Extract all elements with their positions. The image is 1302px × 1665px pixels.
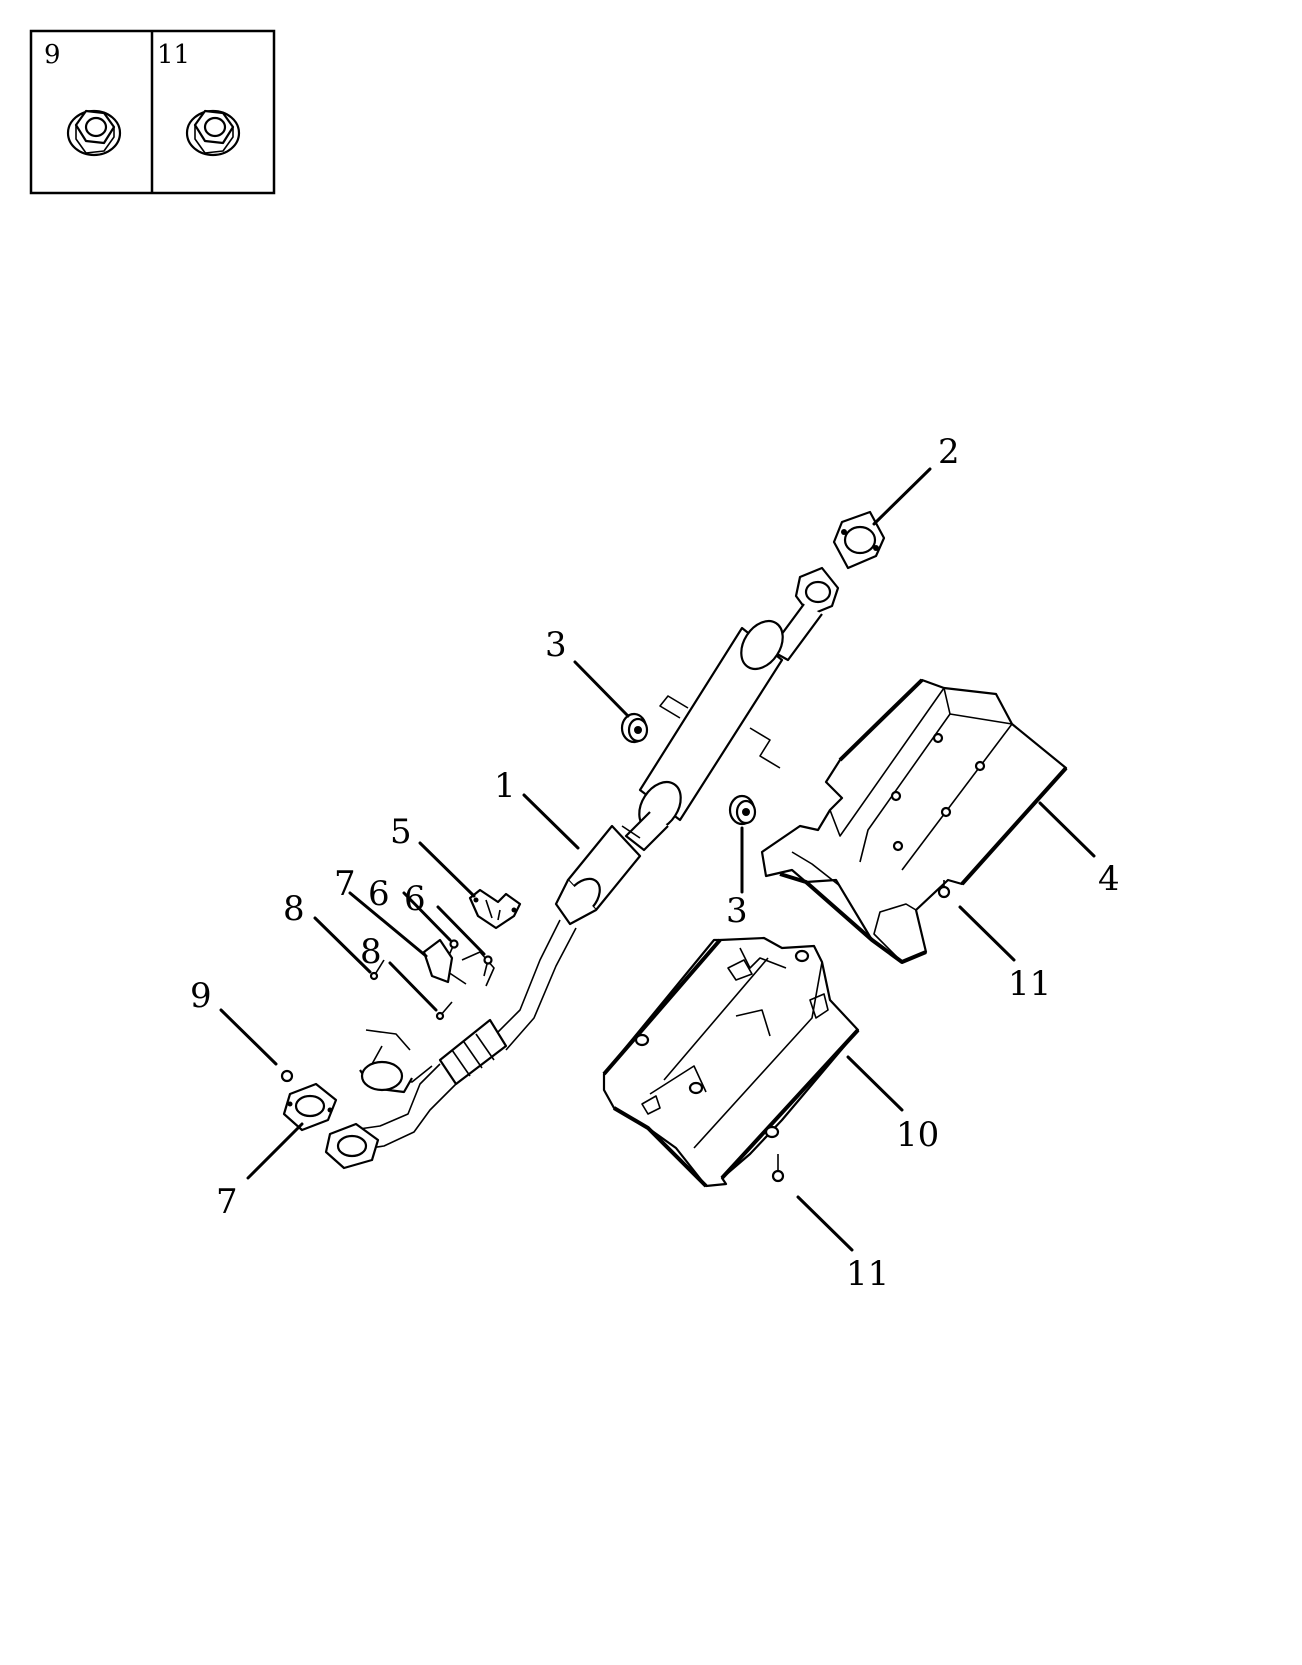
callout-8b: 8 <box>360 932 382 972</box>
rubber-hanger-part-3a <box>620 712 649 744</box>
callout-11a: 11 <box>1008 964 1051 1004</box>
callout-7b: 7 <box>216 1182 238 1222</box>
callout-3a: 3 <box>545 625 567 665</box>
callout-1: 1 <box>494 766 516 806</box>
flange-nut-icon <box>66 109 122 157</box>
legend-number-11: 11 <box>157 40 190 70</box>
bolt-part-6b <box>483 955 493 977</box>
nut-part-9 <box>280 1069 294 1083</box>
callout-10: 10 <box>896 1115 939 1155</box>
callout-3b: 3 <box>726 891 748 931</box>
nut-part-11b <box>771 1154 785 1183</box>
gasket-part-7a <box>422 938 454 984</box>
callout-6b: 6 <box>404 879 426 919</box>
callout-9: 9 <box>190 976 212 1016</box>
legend-box: 9 11 <box>29 29 276 195</box>
bolt-part-8b <box>435 1001 453 1021</box>
legend-number-9: 9 <box>44 40 61 70</box>
gasket-part-2 <box>832 510 886 570</box>
gasket-part-7b <box>282 1082 338 1132</box>
exhaust-pipe-assembly <box>324 566 840 1170</box>
heat-shield-part-4 <box>760 678 1068 964</box>
callouts: 2 3 3 1 5 4 11 10 11 7 6 6 8 8 9 7 <box>190 432 1120 1294</box>
nut-part-11a <box>937 880 951 899</box>
callout-2: 2 <box>938 432 960 472</box>
callout-5: 5 <box>390 812 412 852</box>
leader-lines <box>219 467 1096 1252</box>
callout-7a: 7 <box>334 864 356 904</box>
bolt-part-8a <box>369 959 385 981</box>
callout-6a: 6 <box>368 874 390 914</box>
bracket-part-5 <box>468 888 522 930</box>
callout-4: 4 <box>1098 859 1120 899</box>
callout-8a: 8 <box>283 889 305 929</box>
callout-11b: 11 <box>846 1254 889 1294</box>
flange-nut-icon <box>185 109 241 157</box>
rubber-hanger-part-3b <box>728 794 757 826</box>
heat-shield-part-10 <box>602 936 860 1188</box>
